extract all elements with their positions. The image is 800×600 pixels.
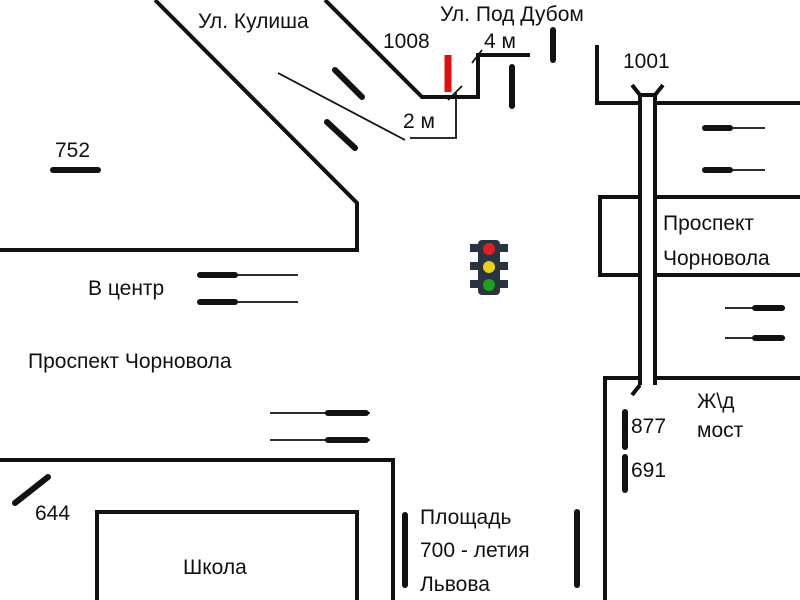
street-label-chornovola-right-2: Чорновола bbox=[663, 247, 770, 270]
label-rail-bridge: Ж\д bbox=[697, 390, 734, 413]
bridge-end-bottom bbox=[630, 383, 642, 397]
dimension-line-2m bbox=[410, 93, 457, 139]
lane-line bbox=[277, 72, 406, 141]
stop-label-1001: 1001 bbox=[623, 50, 670, 73]
stop-label-877: 877 bbox=[631, 415, 666, 438]
dimension-tick bbox=[471, 49, 483, 64]
stop-label-1008: 1008 bbox=[383, 30, 430, 53]
stop-label-752: 752 bbox=[55, 139, 90, 162]
street-label-chornovola-left: Проспект Чорновола bbox=[28, 350, 232, 373]
kulisha-edge bbox=[323, 0, 530, 99]
dimension-tick bbox=[447, 85, 463, 101]
street-label-chornovola-right: Проспект bbox=[663, 212, 754, 235]
label-rail-bridge-2: мост bbox=[697, 419, 744, 442]
bridge-end-top bbox=[630, 83, 665, 97]
dimension-label-2m: 2 м bbox=[403, 110, 435, 133]
lane-arrow bbox=[332, 67, 365, 100]
block-bottom-right bbox=[603, 376, 640, 600]
traffic-light-icon bbox=[470, 240, 508, 295]
school-building bbox=[95, 510, 359, 600]
square-label-1: Площадь bbox=[420, 506, 511, 529]
stop-label-691: 691 bbox=[631, 459, 666, 482]
street-label-pod-dubom: Ул. Под Дубом bbox=[440, 3, 584, 26]
stop-644-bar bbox=[12, 474, 51, 506]
block-upper-left bbox=[0, 0, 359, 252]
school-label: Школа bbox=[183, 556, 247, 579]
block-bottom-left bbox=[0, 458, 395, 600]
direction-label-to-center: В центр bbox=[88, 277, 164, 300]
block-top-right bbox=[595, 45, 640, 105]
lane-arrow bbox=[324, 119, 358, 151]
block-right-middle bbox=[598, 195, 640, 277]
street-label-kulisha: Ул. Кулиша bbox=[198, 10, 309, 33]
stop-label-644: 644 bbox=[35, 502, 70, 525]
square-label-2: 700 - летия bbox=[420, 539, 530, 562]
square-label-3: Львова bbox=[420, 573, 490, 596]
dimension-label-4m: 4 м bbox=[484, 30, 516, 53]
